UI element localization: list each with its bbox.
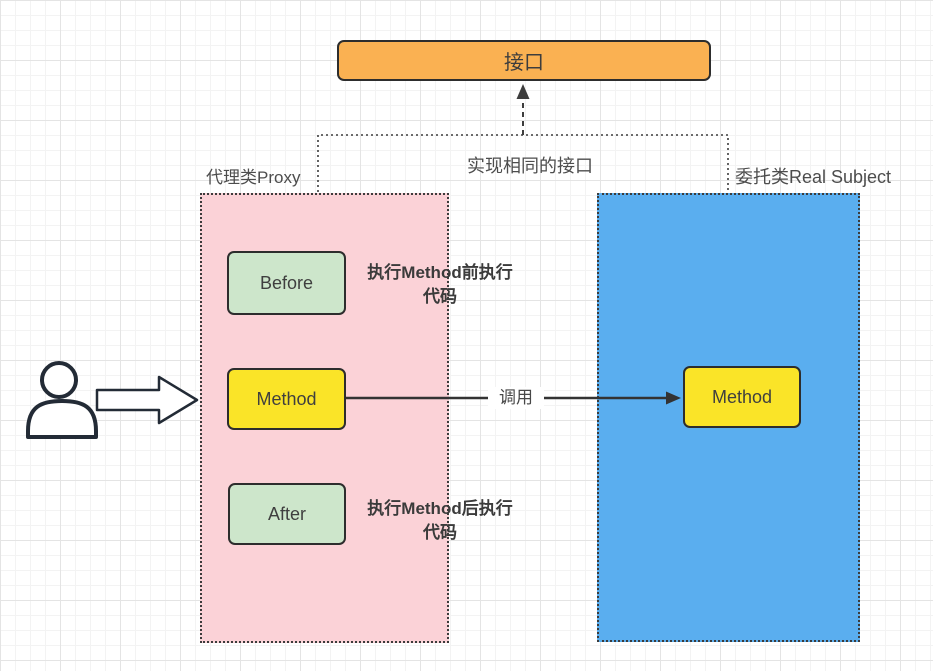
before-label: Before [259, 272, 314, 293]
real-subject-container-title: 委托类Real Subject [735, 167, 892, 187]
after-note-line1: 执行Method后执行 [367, 499, 513, 518]
block-arrow-right-icon [95, 375, 199, 425]
before-note: 执行Method前执行 代码 [354, 261, 526, 309]
proxy-method-box: Method [227, 368, 346, 430]
after-note-line2: 代码 [423, 523, 457, 542]
arrow-up-icon [516, 84, 530, 99]
after-note: 执行Method后执行 代码 [354, 497, 526, 545]
proxy-method-label: Method [256, 388, 317, 409]
after-box: After [228, 483, 346, 545]
real-subject-method-box: Method [683, 366, 801, 428]
interface-box: 接口 [337, 40, 711, 81]
person-icon [26, 361, 98, 439]
after-label: After [267, 503, 306, 524]
real-subject-method-label: Method [711, 386, 773, 407]
before-box: Before [227, 251, 346, 315]
implements-note: 实现相同的接口 [467, 156, 593, 176]
call-arrow-label: 调用 [488, 387, 544, 409]
proxy-container-title: 代理类Proxy [206, 168, 301, 187]
before-note-line2: 代码 [423, 287, 457, 306]
interface-label: 接口 [504, 52, 544, 74]
arrow-right-icon [666, 391, 681, 405]
before-note-line1: 执行Method前执行 [367, 263, 513, 282]
